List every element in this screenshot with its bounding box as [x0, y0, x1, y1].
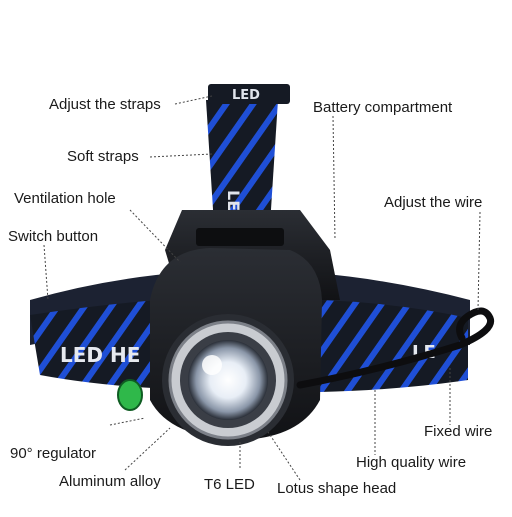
label-aluminum-alloy: Aluminum alloy: [59, 473, 161, 490]
label-adjust-wire: Adjust the wire: [384, 194, 483, 211]
side-strap-print-left: LED HE: [60, 343, 140, 367]
label-soft-straps: Soft straps: [67, 148, 139, 165]
switch-button: [117, 379, 143, 411]
label-switch-button: Switch button: [8, 228, 99, 245]
label-high-quality-wire: High quality wire: [356, 454, 467, 471]
wire: [296, 307, 495, 389]
leader-lines: [43, 95, 481, 481]
label-battery-compartment: Battery compartment: [313, 99, 453, 116]
top-strap-print: LED: [232, 88, 260, 103]
label-t6-led: T6 LED: [204, 476, 255, 493]
label-regulator: 90° regulator: [10, 445, 97, 462]
led-lens: [188, 340, 268, 420]
lamp-head: [150, 248, 322, 446]
strap-buckle: [208, 84, 290, 104]
label-adjust-straps: Adjust the straps: [49, 96, 161, 113]
label-fixed-wire: Fixed wire: [424, 423, 493, 440]
label-lotus-head: Lotus shape head: [277, 480, 397, 497]
top-strap-print-lower: LE: [224, 190, 243, 211]
label-ventilation-hole: Ventilation hole: [14, 190, 116, 207]
top-strap: LED LE: [206, 84, 290, 225]
